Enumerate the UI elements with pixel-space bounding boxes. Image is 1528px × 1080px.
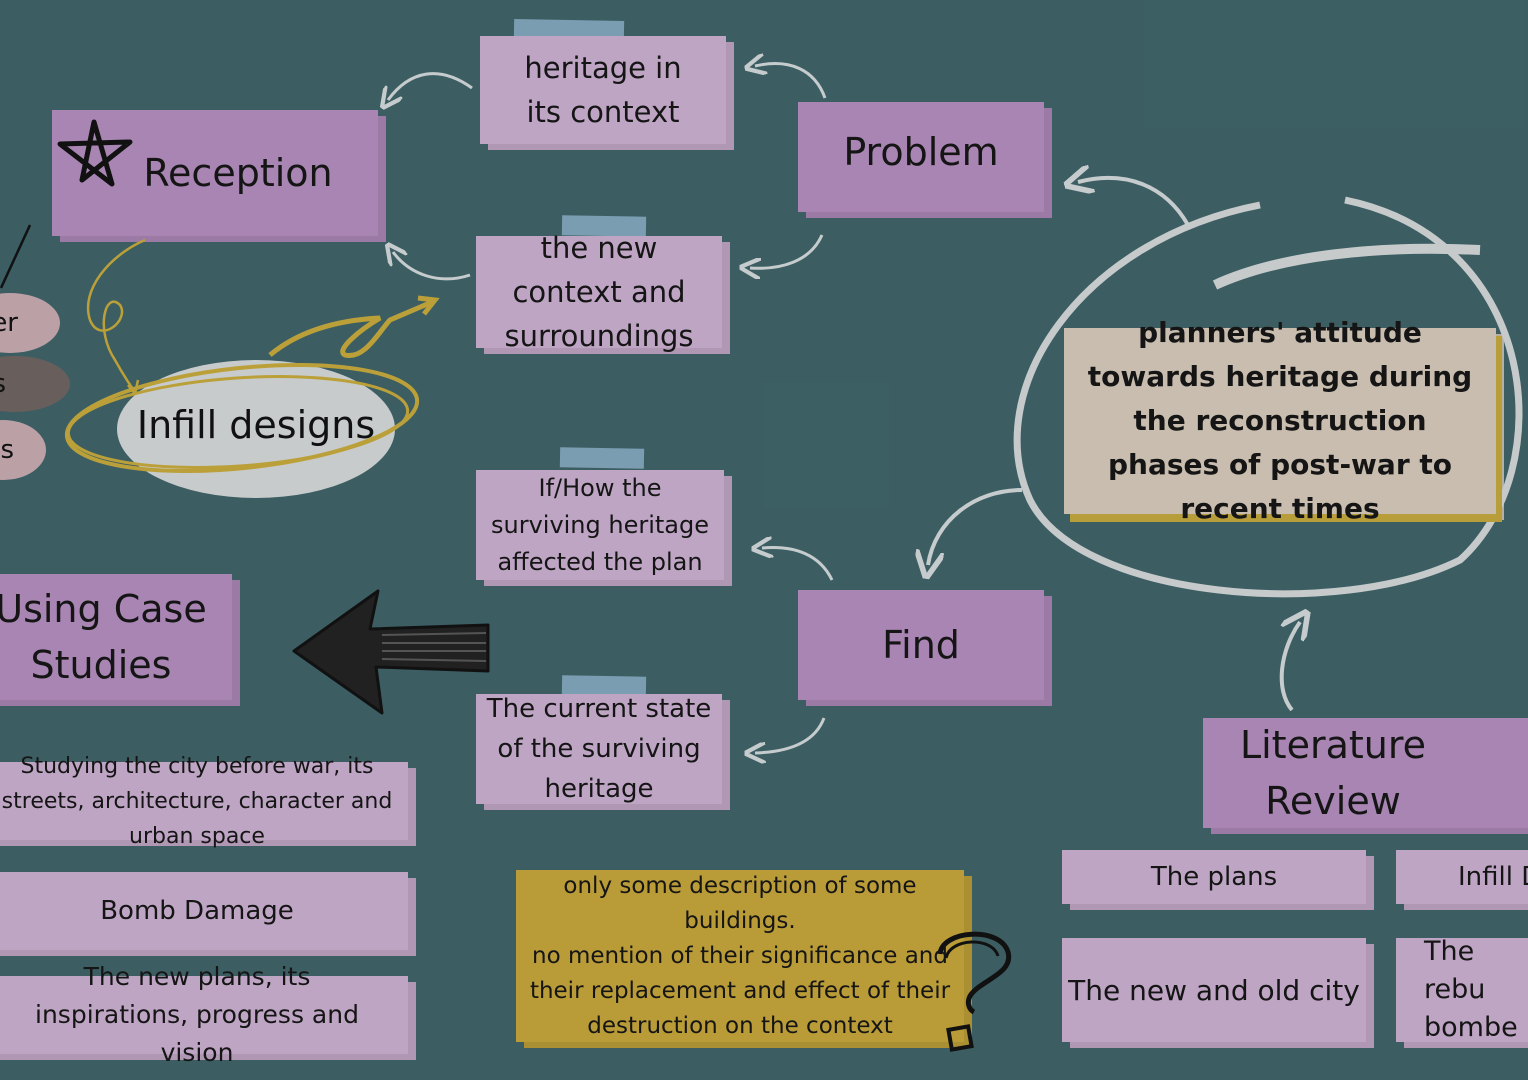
literature-review-node: Literature Review bbox=[1203, 718, 1528, 828]
infill-designs-node: Infill designs bbox=[117, 360, 395, 498]
new-context-note: the new context and surroundings bbox=[476, 231, 722, 353]
if-how-note: If/How the surviving heritage affected t… bbox=[476, 470, 724, 580]
pill-node: s bbox=[0, 356, 70, 412]
new-old-city-note: The new and old city bbox=[1062, 938, 1366, 1042]
reception-label: Reception bbox=[143, 151, 333, 195]
rebuilt-cut-note: The rebu bombe bbox=[1396, 936, 1528, 1043]
gap-note: only some description of some buildings.… bbox=[516, 870, 964, 1042]
arrow-left-scribble-icon bbox=[292, 589, 490, 715]
bomb-damage-note: Bomb Damage bbox=[0, 872, 408, 950]
question-mark-icon bbox=[937, 931, 1012, 1052]
infill-cut-note: Infill D bbox=[1396, 850, 1528, 904]
heritage-context-note: heritage in its context bbox=[480, 36, 726, 144]
pill-node: s bbox=[0, 420, 46, 480]
star-icon bbox=[57, 119, 133, 187]
problem-node: Problem bbox=[798, 102, 1044, 212]
central-statement: planners' attitude towards heritage duri… bbox=[1064, 316, 1496, 525]
case-studies-node: Using Case Studies bbox=[0, 574, 232, 700]
pill-node: er bbox=[0, 293, 60, 353]
studying-note: Studying the city before war, its street… bbox=[0, 754, 408, 849]
find-node: Find bbox=[798, 590, 1044, 700]
tape bbox=[559, 447, 645, 469]
current-state-note: The current state of the surviving herit… bbox=[476, 694, 722, 804]
the-plans-note: The plans bbox=[1062, 850, 1366, 904]
new-plans-note: The new plans, its inspirations, progres… bbox=[0, 962, 408, 1067]
